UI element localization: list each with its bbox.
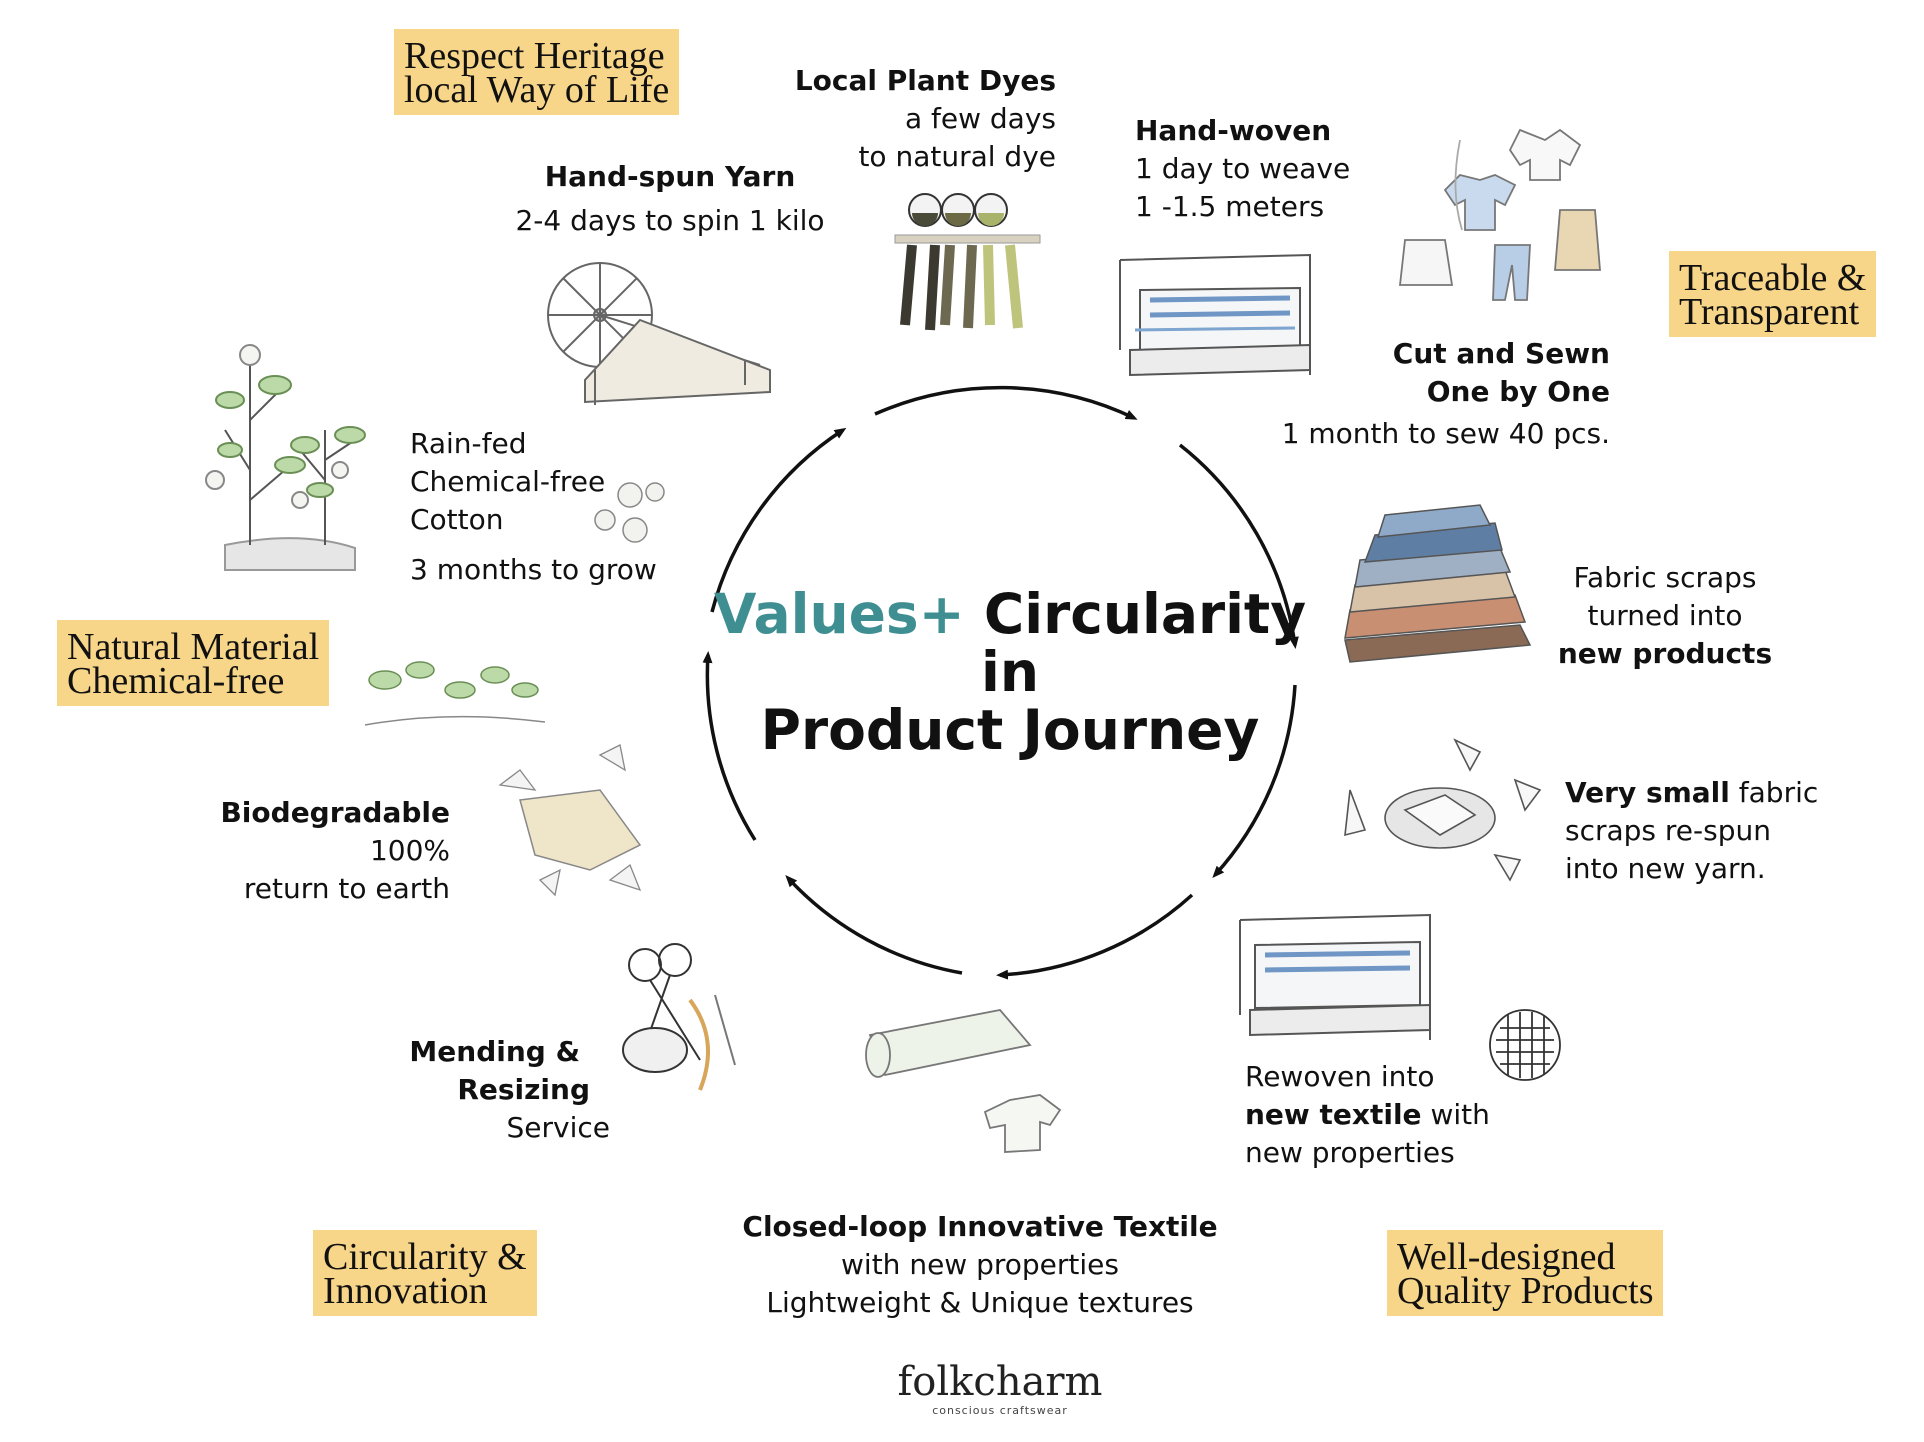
step-yarn-detail: 2-4 days to spin 1 kilo: [515, 204, 825, 237]
spinning-wheel-illustration: [547, 262, 771, 405]
value-tag-heritage: Respect Heritage local Way of Life: [394, 29, 680, 115]
center-title-accent: Values+: [713, 582, 965, 646]
step-dyes-detail1: a few days: [904, 102, 1056, 135]
value-tag-circularity: Circularity & Innovation: [313, 1230, 537, 1316]
biodegradable-illustration: [364, 661, 642, 897]
step-respun-line2: scraps re-spun: [1565, 814, 1771, 847]
value-tag-heritage-line1: Respect Heritage: [404, 35, 665, 77]
step-respun-line3: into new yarn.: [1565, 852, 1766, 885]
step-rewoven: Rewoven into new textile with new proper…: [1245, 1058, 1490, 1172]
step-rewoven-line3: new properties: [1245, 1136, 1455, 1169]
cycle-arrow-7: [710, 427, 847, 613]
step-cotton-line1: Rain-fed: [410, 427, 527, 460]
cotton-plant-illustration: [205, 344, 366, 571]
step-hand-spun-yarn: Hand-spun Yarn 2-4 days to spin 1 kilo: [510, 158, 830, 240]
value-tag-traceable-line1: Traceable &: [1679, 257, 1867, 299]
step-closed-detail1: with new properties: [841, 1248, 1119, 1281]
center-title-line3: Product Journey: [760, 698, 1260, 762]
value-tag-quality-line2: Quality Products: [1397, 1270, 1654, 1312]
mending-tools-illustration: [622, 943, 736, 1091]
value-tag-quality: Well-designed Quality Products: [1387, 1230, 1664, 1316]
center-title: Values+ Circularity in Product Journey: [700, 585, 1320, 759]
center-title-line1: Values+ Circularity: [700, 585, 1320, 643]
cycle-arrow-5: [785, 875, 963, 975]
step-fabric-scraps: Fabric scraps turned into new products: [1535, 559, 1795, 673]
step-rewoven-line2: new textile with: [1245, 1096, 1490, 1134]
step-mending: Mending & Resizing Service: [360, 1033, 610, 1147]
step-dyes-title: Local Plant Dyes: [794, 64, 1056, 97]
plant-dye-illustration: [894, 193, 1041, 331]
step-sewn-title1: Cut and Sewn: [1392, 337, 1610, 370]
step-respun-line1: Very small fabric: [1565, 774, 1818, 812]
loom-illustration-bottom: [1239, 913, 1431, 1040]
cycle-arrow-6: [702, 651, 757, 841]
value-tag-traceable-line2: Transparent: [1679, 291, 1860, 333]
step-cotton-line3: Cotton: [410, 503, 504, 536]
step-woven-title: Hand-woven: [1135, 114, 1332, 147]
step-hand-woven: Hand-woven 1 day to weave 1 -1.5 meters: [1135, 112, 1350, 226]
step-respun: Very small fabric scraps re-spun into ne…: [1565, 774, 1818, 888]
step-mending-line2: Resizing: [457, 1073, 590, 1106]
value-tag-circularity-line2: Innovation: [323, 1270, 488, 1312]
step-bio-title: Biodegradable: [220, 796, 450, 829]
respun-scraps-illustration: [1344, 738, 1542, 882]
cycle-arrow-1: [874, 385, 1138, 420]
center-title-line2: in: [980, 640, 1039, 704]
step-rewoven-line1: Rewoven into: [1245, 1060, 1435, 1093]
step-rewoven-bold: new textile: [1245, 1098, 1422, 1131]
center-title-main: Circularity: [983, 582, 1307, 646]
step-respun-bold: Very small: [1565, 776, 1730, 809]
innovative-textile-illustration: [865, 1009, 1062, 1153]
step-rewoven-rest: with: [1421, 1098, 1490, 1131]
step-bio-line3: return to earth: [243, 872, 450, 905]
step-biodegradable: Biodegradable 100% return to earth: [190, 794, 450, 908]
step-mending-line1: Mending &: [409, 1035, 580, 1068]
step-scraps-line2: turned into: [1587, 599, 1743, 632]
logo-wordmark: folkcharm: [897, 1359, 1103, 1405]
step-bio-line2: 100%: [369, 834, 450, 867]
step-closed-detail2: Lightweight & Unique textures: [766, 1286, 1194, 1319]
cycle-arrow-2: [1178, 443, 1299, 649]
step-scraps-line1: Fabric scraps: [1573, 561, 1757, 594]
value-tag-traceable: Traceable & Transparent: [1669, 251, 1877, 337]
fabric-scraps-stack-illustration: [1344, 504, 1532, 663]
step-plant-dyes: Local Plant Dyes a few days to natural d…: [780, 62, 1056, 176]
cycle-arrows: [702, 385, 1299, 980]
woven-grid-icon: [1489, 1009, 1561, 1081]
folkcharm-logo: folkcharm conscious craftswear: [880, 1360, 1120, 1417]
step-respun-rest: fabric: [1729, 776, 1819, 809]
step-closed-loop: Closed-loop Innovative Textile with new …: [720, 1208, 1240, 1322]
step-cotton-detail: 3 months to grow: [410, 553, 657, 586]
logo-tagline: conscious craftswear: [932, 1404, 1068, 1417]
step-sewn-title2: One by One: [1426, 375, 1610, 408]
step-cut-and-sewn: Cut and Sewn One by One 1 month to sew 4…: [1260, 335, 1610, 453]
step-cotton-line2: Chemical-free: [410, 465, 606, 498]
step-scraps-line3: new products: [1557, 637, 1773, 670]
cycle-arrow-4: [996, 893, 1194, 980]
value-tag-heritage-line2: local Way of Life: [404, 69, 670, 111]
value-tag-natural-line2: Chemical-free: [67, 660, 285, 702]
value-tag-natural: Natural Material Chemical-free: [57, 620, 330, 706]
cotton-boll-illustration: [594, 482, 665, 543]
step-sewn-detail: 1 month to sew 40 pcs.: [1281, 417, 1610, 450]
step-closed-title: Closed-loop Innovative Textile: [742, 1210, 1218, 1243]
cycle-arrow-3: [1212, 684, 1297, 878]
value-tag-circularity-line1: Circularity &: [323, 1236, 527, 1278]
value-tag-natural-line1: Natural Material: [67, 626, 320, 668]
step-cotton: Rain-fed Chemical-free Cotton 3 months t…: [410, 425, 657, 589]
step-yarn-title: Hand-spun Yarn: [544, 160, 796, 193]
value-tag-quality-line1: Well-designed: [1397, 1236, 1616, 1278]
loom-illustration-top: [1119, 253, 1311, 377]
clothing-illustration: [1398, 128, 1601, 301]
step-woven-detail2: 1 -1.5 meters: [1135, 190, 1325, 223]
step-mending-line3: Service: [506, 1111, 610, 1144]
step-dyes-detail2: to natural dye: [858, 140, 1056, 173]
step-woven-detail1: 1 day to weave: [1135, 152, 1351, 185]
